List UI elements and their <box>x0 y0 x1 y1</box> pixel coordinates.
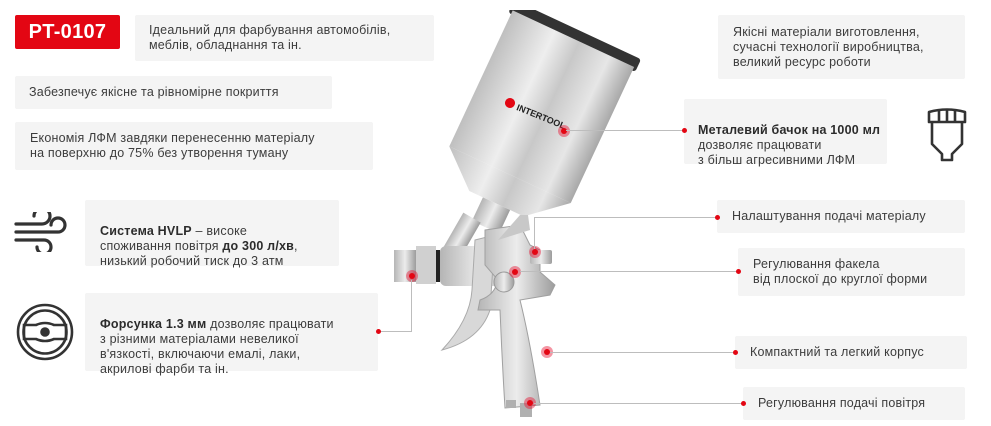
sku-badge: PT-0107 <box>15 15 120 49</box>
tank-title: Металевий бачок на 1000 мл <box>698 123 881 137</box>
feature-coating: Забезпечує якісне та рівномірне покриття <box>15 76 332 109</box>
hotspot-nozzle[interactable] <box>406 270 418 282</box>
feature-body: Компактний та легкий корпус <box>735 336 967 369</box>
feature-materials: Якісні матеріали виготовлення, сучасні т… <box>718 15 965 79</box>
feature-fan: Регулювання факела від плоскої до кругло… <box>738 248 965 296</box>
hotspot-tank[interactable] <box>558 125 570 137</box>
feature-material-feed: Налаштування подачі матеріалу <box>717 200 965 233</box>
tank-text: дозволяє працювати з більш агресивними Л… <box>698 138 856 167</box>
feature-tank: Металевий бачок на 1000 мл дозволяє прац… <box>684 99 887 167</box>
hotspot-air[interactable] <box>524 397 536 409</box>
hvlp-title: Система HVLP <box>100 224 192 238</box>
nozzle-icon <box>16 303 74 361</box>
feature-nozzle: Форсунка 1.3 мм дозволяє працювати з різ… <box>85 293 378 376</box>
hvlp-flow: до 300 л/хв <box>222 239 295 253</box>
hotspot-fan[interactable] <box>509 266 521 278</box>
spray-gun-image: INTERTOOL <box>380 10 680 426</box>
hotspot-material-feed[interactable] <box>529 246 541 258</box>
paint-cup-icon <box>926 106 968 164</box>
hvlp-text-1: – високе споживання повітря <box>100 224 248 253</box>
hvlp-text-2: , низький робочий тиск до 3 атм <box>100 239 298 268</box>
nozzle-text: дозволяє працювати з різними матеріалами… <box>100 317 334 376</box>
wind-icon <box>14 212 70 252</box>
feature-hvlp: Система HVLP – високе споживання повітря… <box>85 200 339 268</box>
feature-usage: Ідеальний для фарбування автомобілів, ме… <box>135 15 434 61</box>
feature-air: Регулювання подачі повітря <box>743 387 965 420</box>
feature-economy: Економія ЛФМ завдяки перенесенню матеріа… <box>15 122 373 170</box>
nozzle-title: Форсунка 1.3 мм <box>100 317 207 331</box>
hotspot-body[interactable] <box>541 346 553 358</box>
